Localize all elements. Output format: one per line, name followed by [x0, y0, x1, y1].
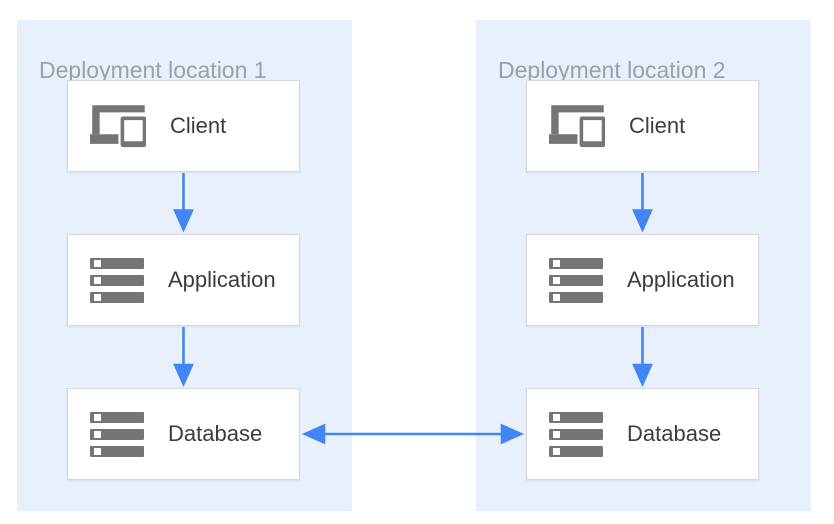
node-label: Client	[629, 113, 686, 138]
node-label: Database	[168, 421, 263, 446]
server-stack-icon	[90, 411, 144, 457]
node-database-2: Database	[526, 388, 759, 480]
node-label: Application	[627, 267, 735, 292]
node-application-2: Application	[526, 234, 759, 326]
server-stack-icon	[549, 411, 603, 457]
server-stack-icon	[549, 257, 603, 303]
panel-deployment-location-2: Deployment location 2 Client	[476, 20, 811, 511]
client-devices-icon	[549, 104, 605, 148]
client-devices-icon	[90, 104, 146, 148]
node-label: Client	[170, 113, 227, 138]
node-client-2: Client	[526, 80, 759, 172]
server-stack-icon	[90, 257, 144, 303]
node-label: Database	[627, 421, 722, 446]
panel-title: Deployment location 1	[39, 57, 267, 83]
node-application-1: Application	[67, 234, 300, 326]
panel-title: Deployment location 2	[498, 57, 726, 83]
panel-deployment-location-1: Deployment location 1 Client	[17, 20, 352, 511]
node-label: Application	[168, 267, 276, 292]
node-database-1: Database	[67, 388, 300, 480]
node-client-1: Client	[67, 80, 300, 172]
